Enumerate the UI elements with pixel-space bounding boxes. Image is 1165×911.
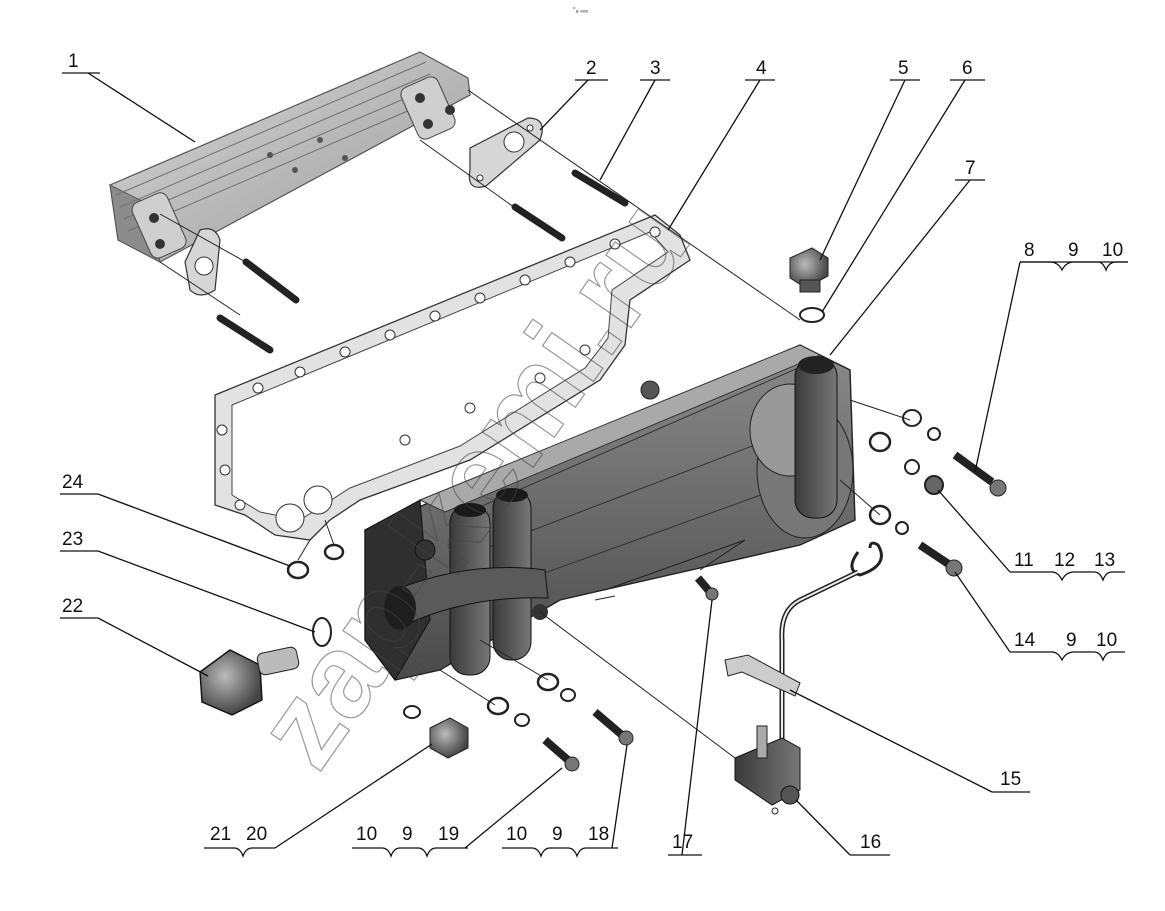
callout-14-10: 10 — [1096, 630, 1117, 651]
callout-17: 17 — [672, 832, 693, 853]
callout-20: 20 — [246, 824, 267, 845]
callout-12: 12 — [1054, 550, 1075, 571]
housing-gasket — [214, 214, 691, 541]
callout-14: 14 — [1014, 630, 1036, 651]
tube-bracket-15 — [724, 541, 883, 742]
callout-21: 21 — [210, 824, 231, 845]
gasket-small — [184, 117, 543, 296]
callout-18-9: 9 — [552, 824, 563, 845]
valve-16 — [734, 725, 801, 815]
callout-8: 8 — [1024, 240, 1035, 261]
studs — [216, 169, 629, 354]
callout-14-9: 9 — [1066, 630, 1077, 651]
callout-7: 7 — [965, 158, 976, 179]
header-mark: °ₐ ₑₑₑ — [573, 6, 589, 14]
callout-11: 11 — [1014, 550, 1034, 571]
callout-9: 9 — [1068, 240, 1079, 261]
callout-15: 15 — [1000, 769, 1021, 790]
callout-18-10: 10 — [506, 824, 527, 845]
plug-5 — [789, 247, 829, 293]
alignment-lines — [159, 89, 911, 759]
callout-5: 5 — [898, 58, 909, 79]
callout-23: 23 — [62, 529, 83, 550]
left-fasteners — [286, 543, 719, 772]
callout-1: 1 — [68, 51, 79, 72]
callout-labels: 1 2 3 4 5 6 7 8 9 10 11 12 13 14 9 10 15… — [62, 51, 1123, 853]
callout-2: 2 — [586, 58, 597, 79]
callout-3: 3 — [650, 58, 661, 79]
callout-19-10: 10 — [356, 824, 377, 845]
callout-4: 4 — [756, 58, 767, 79]
callout-6: 6 — [962, 58, 973, 79]
callout-16: 16 — [860, 832, 881, 853]
washer-6 — [799, 307, 825, 323]
callout-18: 18 — [588, 824, 609, 845]
leader-lines — [60, 72, 1128, 858]
oil-cooler-housing — [364, 344, 856, 681]
callout-13: 13 — [1094, 550, 1115, 571]
callout-22: 22 — [62, 596, 83, 617]
callout-24: 24 — [62, 472, 84, 493]
callout-10: 10 — [1102, 240, 1123, 261]
callout-19: 19 — [438, 824, 459, 845]
drain-bolt-22 — [199, 646, 300, 716]
oil-cooler-core — [109, 51, 471, 263]
right-fasteners — [868, 409, 1007, 577]
callout-19-9: 9 — [402, 824, 413, 845]
